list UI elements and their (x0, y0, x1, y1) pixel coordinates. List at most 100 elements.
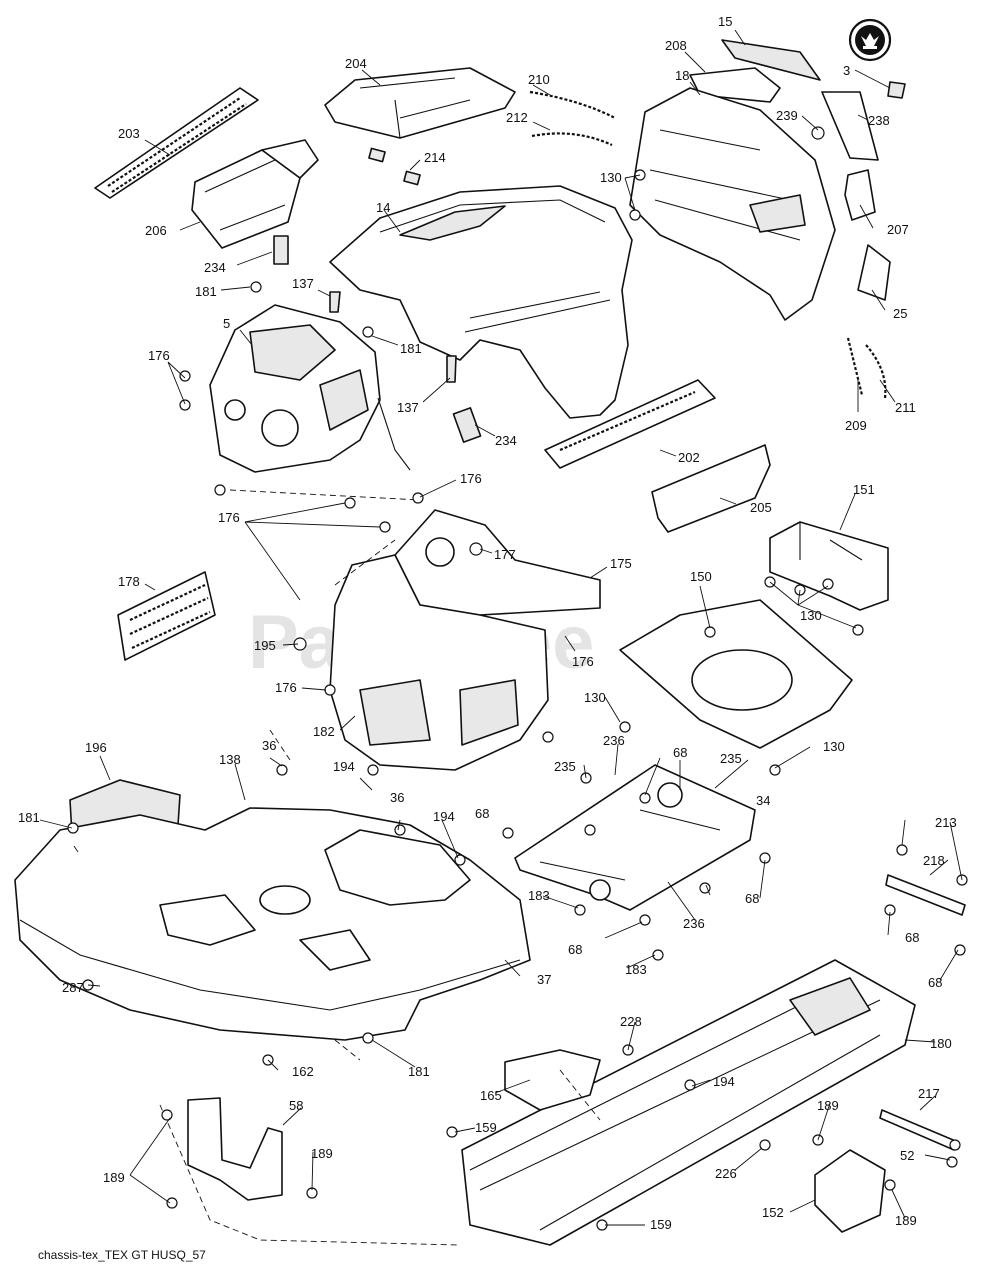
callout-label: 239 (776, 108, 798, 123)
part-212-grille-insert (531, 132, 613, 146)
callout-label: 137 (292, 276, 314, 291)
part-214-clip (368, 147, 421, 186)
callout-label: 36 (390, 790, 404, 805)
part-25-panel (857, 244, 891, 301)
callout-label: 189 (895, 1213, 917, 1228)
callout-label: 218 (923, 853, 945, 868)
callout-label: 213 (935, 815, 957, 830)
callout-label: 234 (495, 433, 517, 448)
part-5-dash-panel (209, 304, 411, 473)
part-202-front-grille (544, 379, 716, 469)
callout-label: 130 (600, 170, 622, 185)
part-151-bracket (769, 521, 889, 611)
part-37-fender-deck (14, 807, 531, 1041)
callout-label: 137 (397, 400, 419, 415)
callout-label: 177 (494, 547, 516, 562)
callout-label: 189 (817, 1098, 839, 1113)
callout-label: 162 (292, 1064, 314, 1079)
part-176-screw (324, 684, 336, 696)
callout-labels: 15 208 3 204 18 210 212 239 238 203 214 … (18, 14, 957, 1232)
callout-label: 183 (528, 888, 550, 903)
callout-label: 211 (895, 400, 916, 415)
callout-label: 207 (887, 222, 909, 237)
part-180-frame (461, 959, 916, 1246)
callout-label: 214 (424, 150, 446, 165)
callout-label: 204 (345, 56, 367, 71)
callout-label: 203 (118, 126, 140, 141)
callout-label: 189 (103, 1170, 125, 1185)
callout-label: 205 (750, 500, 772, 515)
callout-label: 68 (568, 942, 582, 957)
callout-label: 130 (800, 608, 822, 623)
callout-label: 226 (715, 1166, 737, 1181)
callout-label: 52 (900, 1148, 914, 1163)
callout-label: 189 (311, 1146, 333, 1161)
callout-label: 152 (762, 1205, 784, 1220)
part-15-trim (721, 39, 821, 81)
part-152-bracket (814, 1149, 886, 1233)
callout-label: 68 (928, 975, 942, 990)
part-176-screw-2 (542, 731, 554, 743)
callout-label: 238 (868, 113, 890, 128)
part-182-front-panel (329, 554, 549, 771)
part-238-panel (821, 91, 879, 161)
callout-label: 287 (62, 980, 84, 995)
callout-label: 176 (275, 680, 297, 695)
part-207-bracket (844, 169, 876, 221)
callout-label: 36 (262, 738, 276, 753)
callout-label: 34 (756, 793, 770, 808)
callout-label: 151 (853, 482, 875, 497)
callout-label: 235 (554, 759, 576, 774)
part-3-emblem (887, 81, 906, 99)
part-203-front-grille (94, 87, 259, 199)
part-209-grille (846, 337, 864, 396)
callout-label: 195 (254, 638, 276, 653)
callout-label: 210 (528, 72, 550, 87)
part-234-tab-2 (452, 407, 482, 443)
part-137-bracket (329, 291, 341, 313)
part-175-dash-support (394, 509, 601, 616)
callout-label: 68 (475, 806, 489, 821)
callout-label: 150 (690, 569, 712, 584)
callout-label: 176 (218, 510, 240, 525)
callout-label: 159 (650, 1217, 672, 1232)
callout-label: 3 (843, 63, 850, 78)
part-34-seat-plate (514, 764, 756, 911)
callout-label: 236 (683, 916, 705, 931)
callout-label: 175 (610, 556, 632, 571)
callout-label: 212 (506, 110, 528, 125)
callout-label: 196 (85, 740, 107, 755)
callout-label: 37 (537, 972, 551, 987)
callout-label: 183 (625, 962, 647, 977)
callout-label: 181 (408, 1064, 430, 1079)
callout-label: 176 (460, 471, 482, 486)
part-211-grille (865, 344, 887, 399)
part-137-bracket-2 (446, 355, 457, 383)
callout-label: 68 (673, 745, 687, 760)
part-150-footrest-panel (619, 599, 853, 749)
part-205-lens-cover (651, 444, 771, 533)
callout-label: 15 (718, 14, 732, 29)
callout-label: 209 (845, 418, 867, 433)
callout-label: 194 (333, 759, 355, 774)
part-206-side-panel (191, 139, 319, 249)
callout-label: 5 (223, 316, 230, 331)
part-58-bracket (187, 1097, 283, 1201)
part-165-cover (504, 1049, 601, 1111)
diagram-caption: chassis-tex_TEX GT HUSQ_57 (38, 1248, 206, 1262)
husqvarna-crown-logo-icon (848, 18, 892, 62)
callout-label: 235 (720, 751, 742, 766)
callout-label: 58 (289, 1098, 303, 1113)
part-239-washer (811, 126, 825, 140)
callout-label: 130 (584, 690, 606, 705)
callout-label: 234 (204, 260, 226, 275)
callout-label: 194 (713, 1074, 735, 1089)
callout-label: 181 (18, 810, 40, 825)
callout-label: 165 (480, 1088, 502, 1103)
part-181-bolt (250, 281, 262, 293)
part-177-grommet (469, 542, 483, 556)
part-217-rod (879, 1109, 959, 1151)
callout-label: 194 (433, 809, 455, 824)
hardware-fasteners (67, 169, 968, 1231)
callout-label: 130 (823, 739, 845, 754)
